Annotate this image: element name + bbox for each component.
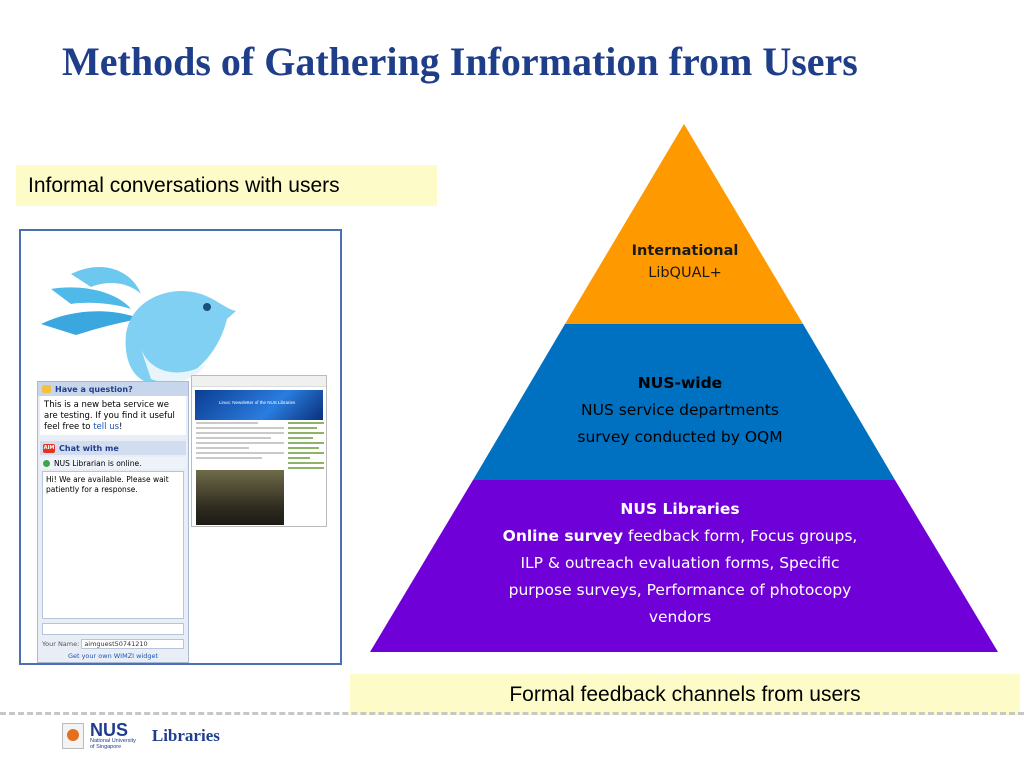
chat-intro-end: ! xyxy=(119,422,123,432)
formal-label: Formal feedback channels from users xyxy=(350,674,1020,715)
newsletter-article-text xyxy=(196,422,284,462)
tier-nus-libraries-line1-rest: feedback form, Focus groups, xyxy=(623,527,858,545)
newsletter-banner: Linus: Newsletter of the NUS Libraries xyxy=(195,390,323,420)
tier-nus-libraries-line2: ILP & outreach evaluation forms, Specifi… xyxy=(520,554,840,572)
chat-widget-header: Have a question? xyxy=(38,382,188,396)
tier-nus-libraries-heading: NUS Libraries xyxy=(620,500,740,518)
tier-international-heading: International xyxy=(631,243,739,259)
informal-label: Informal conversations with users xyxy=(16,165,437,206)
online-status: NUS Librarian is online. xyxy=(40,457,186,469)
tier-nus-wide-heading: NUS-wide xyxy=(637,374,723,392)
chat-input[interactable] xyxy=(42,623,184,635)
newsletter-banner-text: Linus: Newsletter of the NUS Libraries xyxy=(219,400,296,405)
online-survey-label: Online survey xyxy=(502,527,624,545)
chat-widget: Have a question? This is a new beta serv… xyxy=(37,381,189,663)
pyramid-tier-nus-wide xyxy=(473,324,895,480)
pyramid-tier-international xyxy=(565,124,803,324)
online-status-text: NUS Librarian is online. xyxy=(54,458,142,468)
chat-bubble-icon xyxy=(42,385,51,393)
nus-wordmark-sub1: National University xyxy=(90,738,136,744)
chat-widget-header-text: Have a question? xyxy=(55,384,133,394)
slide-title: Methods of Gathering Information from Us… xyxy=(62,39,858,84)
tier-international-body: LibQUAL+ xyxy=(648,265,722,281)
tier-nus-wide-text: NUS-wide NUS service departments survey … xyxy=(530,370,830,451)
newsletter-screenshot: Linus: Newsletter of the NUS Libraries xyxy=(191,375,327,527)
chat-title: Chat with me xyxy=(59,443,119,453)
widget-link[interactable]: Get your own WIMZI widget xyxy=(67,652,159,660)
nus-wordmark: NUS National University of Singapore xyxy=(90,720,136,750)
name-row: Your Name: aimguest50741210 xyxy=(42,639,184,649)
tier-nus-libraries-line4: vendors xyxy=(648,608,712,626)
tell-us-link[interactable]: tell us xyxy=(93,422,120,432)
chat-message-area: Hi! We are available. Please wait patien… xyxy=(42,471,184,619)
nus-libraries-logo: NUS National University of Singapore Lib… xyxy=(62,720,220,750)
twitter-bird-icon xyxy=(41,266,236,385)
formal-label-text: Formal feedback channels from users xyxy=(509,682,861,706)
footer-divider xyxy=(0,712,1024,715)
tier-nus-wide-line1: NUS service departments xyxy=(581,401,779,419)
tier-nus-libraries-text: NUS Libraries Online survey feedback for… xyxy=(450,496,910,631)
tier-nus-libraries-line1: Online survey feedback form, Focus group… xyxy=(450,523,910,550)
tier-international-text: International LibQUAL+ xyxy=(600,240,770,284)
newsletter-toolbar xyxy=(192,376,326,387)
libraries-wordmark: Libraries xyxy=(151,726,220,745)
feedback-pyramid xyxy=(370,124,998,652)
newsletter-sidebar xyxy=(288,422,324,472)
name-field[interactable]: aimguest50741210 xyxy=(81,639,184,649)
chat-with-me-bar: AIM Chat with me xyxy=(40,441,186,455)
aim-icon: AIM xyxy=(43,443,55,453)
pyramid-tier-nus-libraries xyxy=(370,480,998,652)
name-label: Your Name: xyxy=(42,640,80,648)
chat-intro: This is a new beta service we are testin… xyxy=(40,396,186,435)
tier-nus-wide-line2: survey conducted by OQM xyxy=(577,428,783,446)
nus-wordmark-sub2: of Singapore xyxy=(90,744,122,750)
nus-crest-icon xyxy=(62,723,84,749)
newsletter-photo xyxy=(196,470,284,525)
online-dot-icon xyxy=(43,459,50,467)
nus-wordmark-name: NUS xyxy=(90,720,129,740)
chat-intro-text: This is a new beta service we are testin… xyxy=(44,400,175,432)
informal-label-text: Informal conversations with users xyxy=(28,173,340,197)
tier-nus-libraries-line3: purpose surveys, Performance of photocop… xyxy=(508,581,852,599)
screenshots-panel: Have a question? This is a new beta serv… xyxy=(19,229,342,665)
